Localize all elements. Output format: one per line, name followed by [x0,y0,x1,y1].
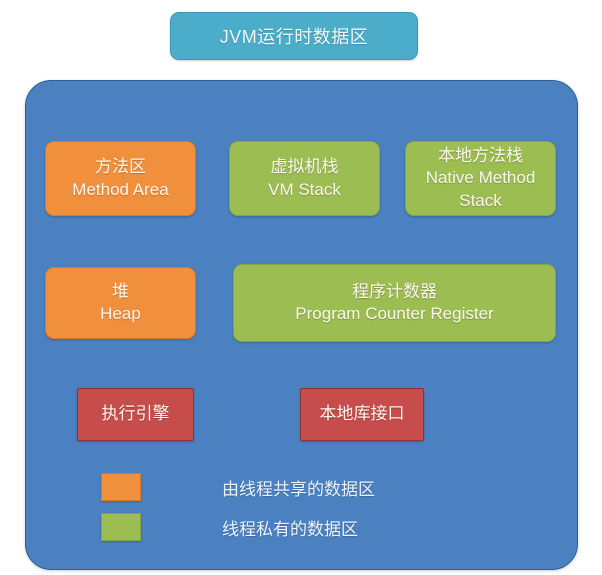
legend-label-private: 线程私有的数据区 [222,520,358,539]
region-method-area: 方法区 Method Area [45,141,196,216]
diagram-title-label: JVM运行时数据区 [219,27,369,47]
region-vm-stack: 虚拟机栈 VM Stack [229,141,380,216]
component-execution-engine: 执行引擎 [77,388,194,441]
region-heap-en: Heap [100,304,141,323]
legend-swatch-shared [101,473,141,501]
region-program-counter-register-en: Program Counter Register [295,304,494,323]
region-heap-cn: 堆 [112,281,129,301]
component-native-library-interface: 本地库接口 [300,388,424,441]
region-native-method-stack-en: Native Method Stack [425,168,536,210]
region-heap: 堆 Heap [45,267,196,339]
region-native-method-stack-cn: 本地方法栈 [438,146,523,166]
region-program-counter-register: 程序计数器 Program Counter Register [233,264,556,342]
region-method-area-cn: 方法区 [95,157,146,177]
region-program-counter-register-cn: 程序计数器 [352,281,437,301]
region-vm-stack-en: VM Stack [268,179,341,199]
component-execution-engine-label: 执行引擎 [101,404,170,424]
runtime-data-area-panel: 方法区 Method Area 虚拟机栈 VM Stack 本地方法栈 Nati… [25,80,578,570]
legend-label-shared: 由线程共享的数据区 [222,480,375,499]
region-native-method-stack: 本地方法栈 Native Method Stack [405,141,556,216]
legend-swatch-private [101,513,141,541]
component-native-library-interface-label: 本地库接口 [319,404,405,424]
region-vm-stack-cn: 虚拟机栈 [270,157,339,177]
diagram-title-box: JVM运行时数据区 [170,12,418,60]
region-method-area-en: Method Area [72,179,169,199]
